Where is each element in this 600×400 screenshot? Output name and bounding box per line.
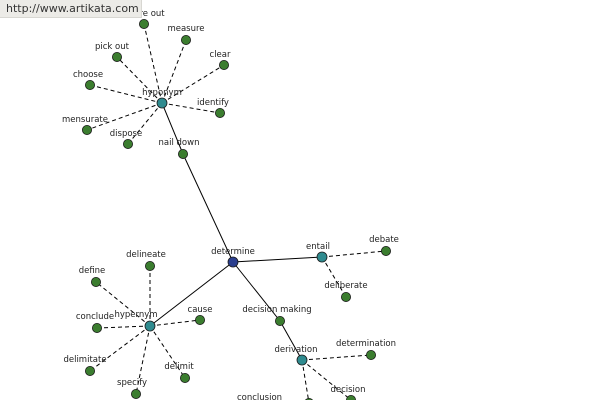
edge-hypernym-conclude [96,325,151,329]
label-measure[interactable]: measure [167,24,204,34]
site-url-badge[interactable]: http://www.artikata.com [0,0,142,18]
edge-hyponym1-clear [161,64,225,104]
node-nail-down[interactable] [177,148,188,159]
edge-derivation-decision [301,359,352,400]
edge-hyponym1-pick-out [116,56,163,104]
edge-hypernym-cause [149,319,201,327]
edge-determine-entail [232,256,323,263]
label-delimitate[interactable]: delimitate [63,355,106,365]
edge-hypernym-specify [135,325,151,395]
edge-derivation-determination [301,354,372,361]
node-conclude[interactable] [92,322,103,333]
node-deliberate[interactable] [340,291,351,302]
label-dispose[interactable]: dispose [110,129,142,139]
node-determination[interactable] [365,349,376,360]
edge-determine-nail-down [182,153,234,263]
node-derivation[interactable] [296,354,308,366]
node-cause[interactable] [194,314,205,325]
node-choose[interactable] [85,80,96,91]
label-nail-down[interactable]: nail down [159,138,200,148]
graph-labels: determine hyponym hypernym entail derivation… [62,9,399,400]
graph-edges [86,23,387,400]
edge-hyponym1-choose [89,84,163,104]
label-pick-out[interactable]: pick out [95,42,130,52]
node-entail[interactable] [316,251,328,263]
label-identify[interactable]: identify [197,98,229,108]
node-debate[interactable] [380,245,391,256]
node-hyponym1[interactable] [156,97,168,109]
label-debate[interactable]: debate [369,235,399,245]
label-delineate[interactable]: delineate [126,250,166,260]
edge-hyponym1-identify [161,102,221,114]
node-pick-out[interactable] [112,52,123,63]
edge-nail-down-hyponym1 [161,102,184,155]
graph-nodes [82,18,391,400]
label-hypernym[interactable]: hypernym [114,310,157,320]
node-clear[interactable] [218,60,229,71]
node-delineate[interactable] [144,260,155,271]
node-measure[interactable] [180,35,191,46]
node-identify[interactable] [214,108,225,119]
node-define[interactable] [91,276,102,287]
label-choose[interactable]: choose [73,70,103,80]
node-delimitate[interactable] [85,365,96,376]
edge-hypernym-define [95,281,151,327]
label-hyponym1[interactable]: hyponym [142,88,182,98]
label-decision-making[interactable]: decision making [242,305,311,315]
node-hypernym[interactable] [144,320,156,332]
label-determine[interactable]: determine [211,247,255,257]
edge-hyponym1-mensurate [86,102,163,131]
node-delimit[interactable] [179,372,190,383]
edge-entail-debate [321,250,387,258]
label-define[interactable]: define [79,266,106,276]
label-clear[interactable]: clear [210,50,231,60]
edge-hypernym-delimitate [89,325,151,372]
edge-hypernym-delimit [149,325,186,379]
label-delimit[interactable]: delimit [164,362,194,372]
node-mensurate[interactable] [82,125,93,136]
label-figure-out[interactable]: figure out [123,9,165,19]
edge-hyponym1-measure [161,39,187,104]
label-decision[interactable]: decision [330,385,365,395]
label-conclusion[interactable]: conclusion [237,393,282,400]
label-derivation[interactable]: derivation [274,345,317,355]
edge-determine-hypernym [149,261,234,327]
node-dispose[interactable] [123,138,134,149]
label-determination[interactable]: determination [336,339,396,349]
edge-determine-decision-making [232,261,281,322]
edge-derivation-conclusion [301,359,310,400]
label-specify[interactable]: specify [117,378,147,388]
edge-entail-deliberate [321,256,347,298]
node-determine[interactable] [227,256,239,268]
node-figure-out[interactable] [138,18,149,29]
label-cause[interactable]: cause [188,305,213,315]
label-deliberate[interactable]: deliberate [324,281,367,291]
node-specify[interactable] [130,388,141,399]
label-entail[interactable]: entail [306,242,330,252]
label-mensurate[interactable]: mensurate [62,115,108,125]
edge-hyponym1-dispose [127,102,163,145]
label-conclude[interactable]: conclude [76,312,114,322]
edge-decision-making-derivation [279,320,303,361]
node-decision[interactable] [346,395,356,400]
node-decision-making[interactable] [274,315,285,326]
